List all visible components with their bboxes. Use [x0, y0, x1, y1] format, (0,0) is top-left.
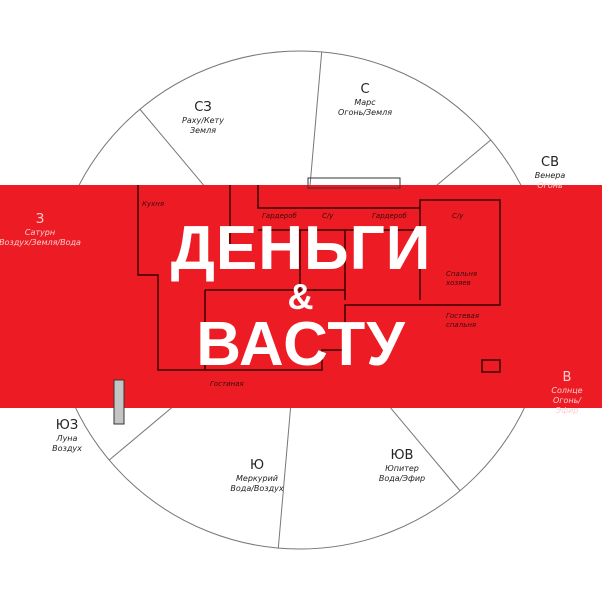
sector-ne: СВ Венера Огонь: [534, 155, 566, 191]
sector-nw: СЗ Раху/Кету Земля: [182, 100, 224, 136]
sector-sw: ЮЗ Луна Воздух: [52, 418, 82, 454]
marker-block: [113, 379, 125, 425]
title-line-2: ВАСТУ: [196, 310, 406, 379]
room-bathroom-1: С/у: [322, 212, 334, 220]
sector-se: ЮВ Юпитер Вода/Эфир: [378, 448, 426, 484]
room-wardrobe-2: Гардероб: [372, 212, 407, 220]
title-ampersand: &: [287, 276, 315, 317]
floor-plan: [137, 185, 501, 373]
room-master-bedroom: Спальня хозяев: [446, 270, 478, 287]
sector-n: С Марс Огонь/Земля: [337, 82, 393, 118]
room-guest-bedroom: Гостевая спальня: [446, 312, 480, 329]
room-living: Гостиная: [210, 380, 244, 388]
room-wardrobe-1: Гардероб: [262, 212, 297, 220]
room-bathroom-2: С/у: [452, 212, 464, 220]
sector-w: З Сатурн Воздух/Земля/Вода: [0, 212, 81, 248]
title-line-1: ДЕНЬГИ: [170, 214, 432, 283]
red-band: [0, 185, 602, 408]
sector-s: Ю Меркурий Вода/Воздух: [230, 458, 284, 494]
stair: [307, 177, 401, 189]
sector-e: В Солнце Огонь/Эфир: [551, 370, 583, 416]
room-kitchen: Кухня: [142, 200, 165, 208]
